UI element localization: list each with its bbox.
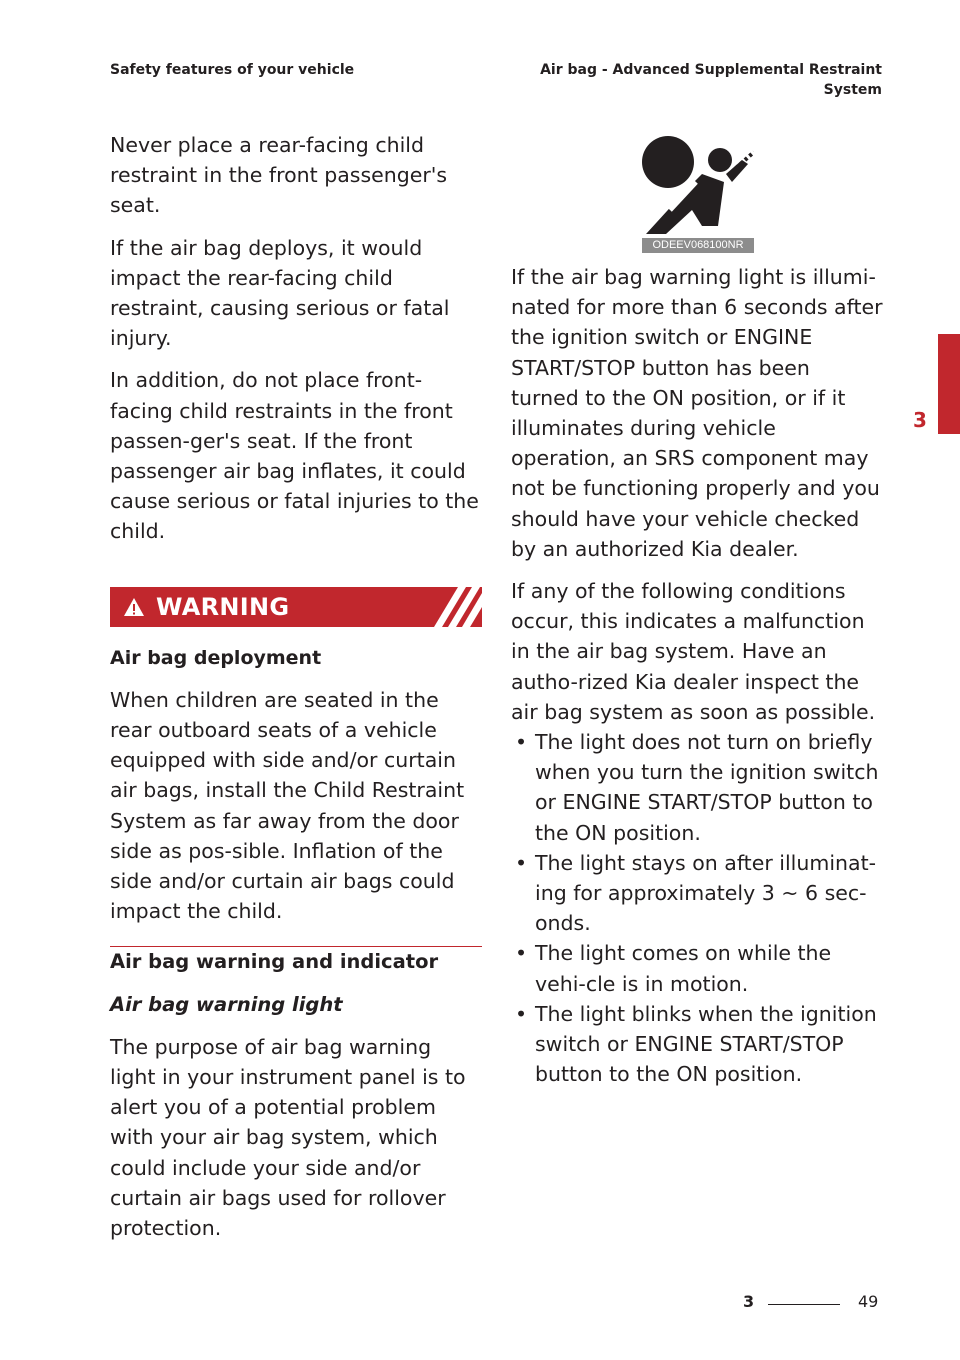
list-item: The light blinks when the ignition switc… (511, 999, 883, 1090)
chapter-side-tab (938, 334, 960, 434)
warning-title: Air bag deployment (110, 646, 322, 669)
footer-page-number: 49 (858, 1292, 879, 1311)
chapter-side-number: 3 (913, 408, 927, 432)
paragraph-warning-light-purpose: The purpose of air bag warning light in … (110, 1034, 466, 1241)
warning-body: When children are seated in the rear out… (110, 687, 465, 924)
warning-triangle-icon (124, 597, 144, 616)
airbag-warning-icon (642, 136, 754, 234)
running-header-topic: Air bag - Advanced Supplemental Restrain… (522, 60, 882, 100)
right-column: If the air bag warning light is illumi-n… (511, 262, 883, 1089)
warning-stripes-decoration (434, 586, 482, 627)
warning-banner: WARNING (110, 586, 482, 627)
running-header-topic-line2: System (823, 82, 882, 98)
subsection-heading: Air bag warning light (110, 992, 343, 1016)
conditions-list: The light does not turn on briefly when … (511, 727, 883, 1089)
running-header-section: Safety features of your vehicle (110, 62, 355, 78)
list-item: The light does not turn on briefly when … (511, 727, 883, 848)
paragraph-deploy-impact: If the air bag deploys, it would impact … (110, 235, 450, 351)
list-item: The light stays on after illuminat-ing f… (511, 848, 883, 939)
section-heading: Air bag warning and indicator (110, 950, 439, 974)
left-column: Never place a rear-facing child restrain… (110, 130, 482, 1255)
paragraph-malfunction-conditions: If any of the following conditions occur… (511, 579, 876, 724)
warning-label: WARNING (156, 592, 290, 621)
running-header-topic-line1: Air bag - Advanced Supplemental Restrain… (540, 62, 882, 78)
warning-end-rule (110, 946, 482, 948)
list-item: The light comes on while the vehi-cle is… (511, 938, 883, 998)
footer-chapter-number: 3 (743, 1292, 755, 1311)
paragraph-rear-facing: Never place a rear-facing child restrain… (110, 133, 448, 218)
paragraph-illuminated-duration: If the air bag warning light is illumi-n… (511, 265, 883, 561)
paragraph-front-facing: In addition, do not place front-facing c… (110, 368, 479, 544)
footer-divider (768, 1304, 840, 1305)
figure-code-label: ODEEV068100NR (642, 238, 754, 253)
